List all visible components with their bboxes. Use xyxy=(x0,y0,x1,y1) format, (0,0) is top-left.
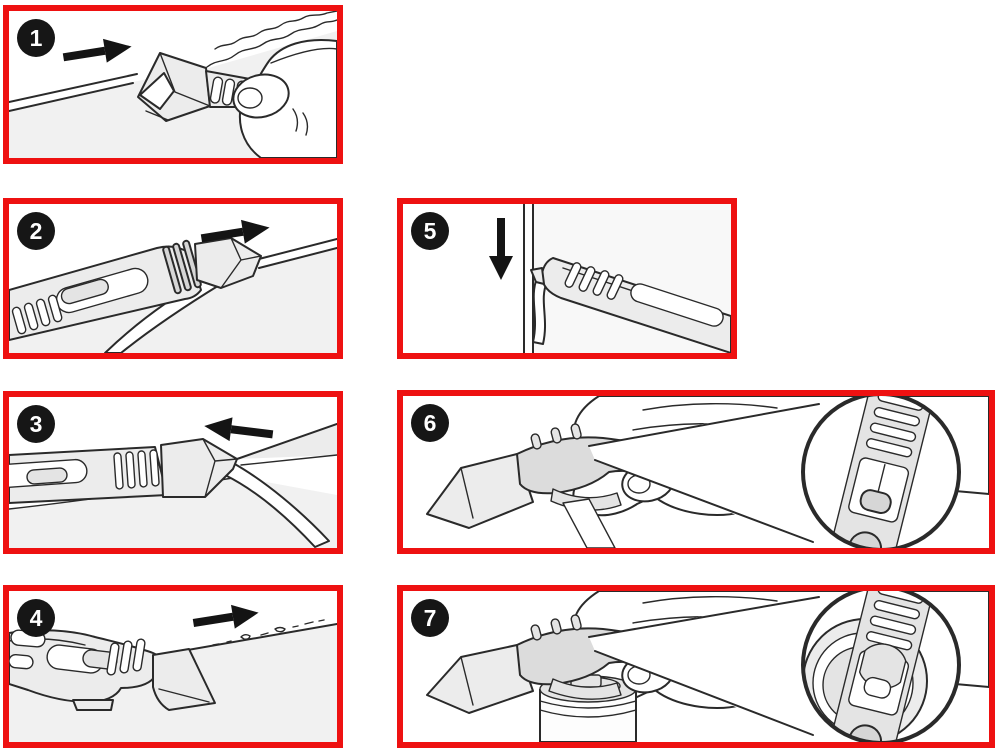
step-number: 6 xyxy=(423,409,437,436)
step-number-badge: 6 xyxy=(411,404,449,442)
arrow-left-icon xyxy=(204,417,274,442)
caulk-removal-tool xyxy=(9,237,262,341)
caulk-removal-tool xyxy=(530,257,731,353)
callout-line xyxy=(588,403,820,447)
step-panel-4: 4 xyxy=(3,585,343,748)
step-panel-2: 2 xyxy=(3,198,343,359)
step-1-illustration xyxy=(9,11,337,158)
smoothing-tool xyxy=(137,52,251,122)
residue-specks xyxy=(212,619,325,646)
step-panel-1: 1 xyxy=(3,5,343,164)
step-number: 4 xyxy=(29,604,43,631)
arrow-right-icon xyxy=(200,219,270,244)
step-7-illustration xyxy=(426,591,989,742)
step-number-badge: 2 xyxy=(17,212,55,250)
caulk-curl xyxy=(532,277,548,345)
magnifier-circle-icon xyxy=(801,396,961,548)
step-3-illustration xyxy=(9,417,337,548)
step-number-badge: 3 xyxy=(17,405,55,443)
callout-line xyxy=(594,650,814,736)
step-number: 2 xyxy=(29,217,43,244)
step-panel-6: 6 xyxy=(397,390,995,554)
magnifier-circle-icon xyxy=(801,591,961,742)
step-6-illustration xyxy=(426,396,989,548)
step-number-badge: 5 xyxy=(411,212,449,250)
step-number: 7 xyxy=(423,604,437,631)
step-number: 5 xyxy=(423,217,437,244)
step-number: 1 xyxy=(29,24,43,51)
step-2-illustration xyxy=(9,219,337,353)
step-panel-3: 3 xyxy=(3,391,343,554)
step-panel-7: 7 xyxy=(397,585,995,748)
caulk-bead-line xyxy=(214,11,337,50)
caulk-strip xyxy=(224,462,330,548)
arrow-down-icon xyxy=(489,218,513,280)
step-panel-5: 5 xyxy=(397,198,737,359)
scraper-tool xyxy=(9,629,216,711)
step-4-illustration xyxy=(9,604,337,742)
step-5-illustration xyxy=(489,204,731,353)
arrow-right-icon xyxy=(62,38,132,63)
step-number-badge: 4 xyxy=(17,599,55,637)
scraper-blade xyxy=(152,648,216,711)
step-number: 3 xyxy=(29,410,43,437)
caulk-removal-tool xyxy=(9,438,238,504)
vertical-joint-line xyxy=(523,204,534,353)
arrow-right-icon xyxy=(192,604,259,629)
step-number-badge: 7 xyxy=(411,599,449,637)
step-number-badge: 1 xyxy=(17,19,55,57)
callout-line xyxy=(594,459,814,543)
callout-line xyxy=(588,596,820,638)
